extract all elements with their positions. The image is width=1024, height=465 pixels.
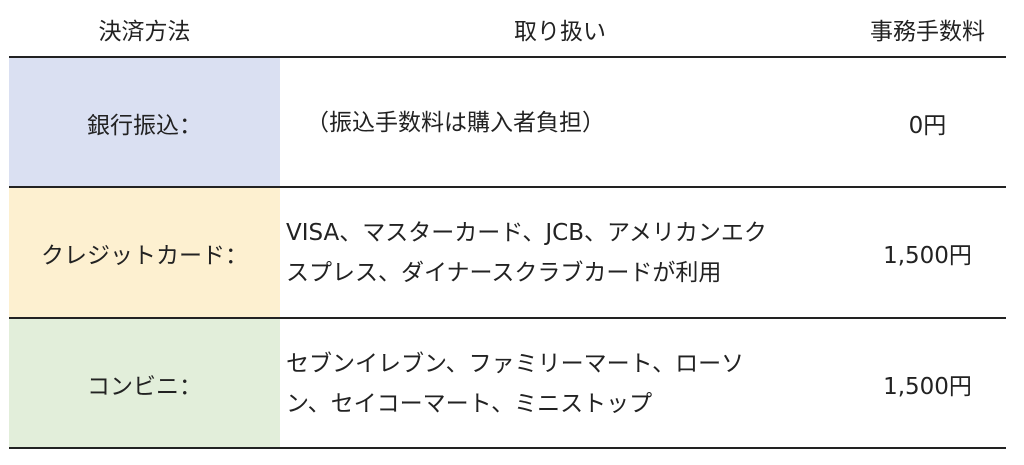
divider [9,186,1006,188]
divider [9,317,1006,319]
header-fee: 事務手数料 [870,18,985,45]
handling-text-line: ン、セイコーマート、ミニストップ [286,390,653,417]
divider [9,56,1006,58]
handling-cell: セブンイレブン、ファミリーマート、ローソ ン、セイコーマート、ミニストップ [286,319,846,448]
method-cell: クレジットカード： [9,188,280,317]
handling-text-line: セブンイレブン、ファミリーマート、ローソ [286,350,745,377]
handling-cell: VISA、マスターカード、JCB、アメリカンエク スプレス、ダイナースクラブカー… [286,188,846,317]
fee-cell: 1,500円 [883,373,972,400]
divider [9,447,1006,449]
table-row-convenience: コンビニ： セブンイレブン、ファミリーマート、ローソ ン、セイコーマート、ミニス… [9,319,1006,448]
method-label: コンビニ： [87,373,202,400]
handling-cell: （振込手数料は購入者負担） [286,58,866,187]
header-handling: 取り扱い [514,18,606,45]
handling-text-line: VISA、マスターカード、JCB、アメリカンエク [286,219,767,246]
handling-text: （振込手数料は購入者負担） [306,109,605,136]
method-label: クレジットカード： [41,242,248,269]
method-label: 銀行振込： [87,112,202,139]
fee-cell: 1,500円 [883,242,972,269]
table-row-credit: クレジットカード： VISA、マスターカード、JCB、アメリカンエク スプレス、… [9,188,1006,317]
fee-cell: 0円 [908,112,947,139]
method-cell: 銀行振込： [9,58,280,187]
table-row-bank: 銀行振込： （振込手数料は購入者負担） 0円 [9,58,1006,187]
method-cell: コンビニ： [9,319,280,448]
handling-text-line: スプレス、ダイナースクラブカードが利用 [286,259,722,286]
header-method: 決済方法 [98,18,191,45]
